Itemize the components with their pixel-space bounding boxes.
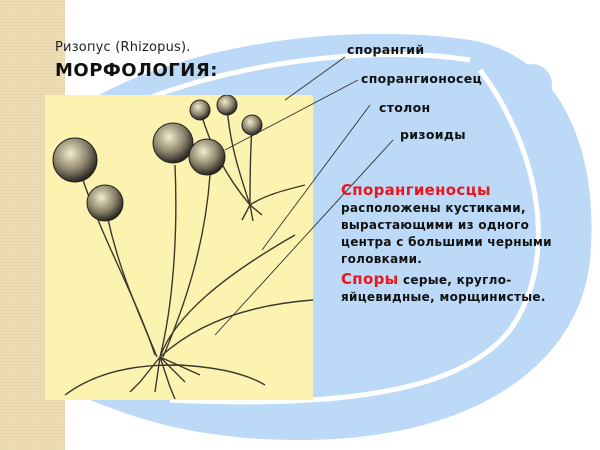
slide-title: МОРФОЛОГИЯ: [55,60,218,81]
rhizopus-illustration [45,94,314,400]
label-stolon: столон [379,100,431,115]
decorative-circle-medium [531,126,557,152]
label-sporangiophore: спорангионосец [361,71,483,86]
sporangiophores-paragraph: Спорангиеносцы расположены кустиками, вы… [341,182,571,268]
decorative-circle-large [512,64,552,104]
spores-text: серые, кругло-яйцевидные, морщинистые. [341,273,546,304]
decorative-circle-small [542,167,568,193]
label-sporangium: спорангий [347,42,425,57]
spores-heading: Споры [341,270,399,288]
rhizopus-drawing [52,94,314,400]
sporangiophores-heading: Спорангиеносцы [341,181,491,199]
description-block: Спорангиеносцы расположены кустиками, вы… [341,182,571,309]
spores-paragraph: Споры серые, кругло-яйцевидные, морщинис… [341,271,571,306]
slide-subtitle: Ризопус (Rhizopus). [55,40,191,55]
label-rhizoids: ризоиды [400,127,466,142]
sporangiophores-text: расположены кустиками, вырастающими из о… [341,201,552,266]
